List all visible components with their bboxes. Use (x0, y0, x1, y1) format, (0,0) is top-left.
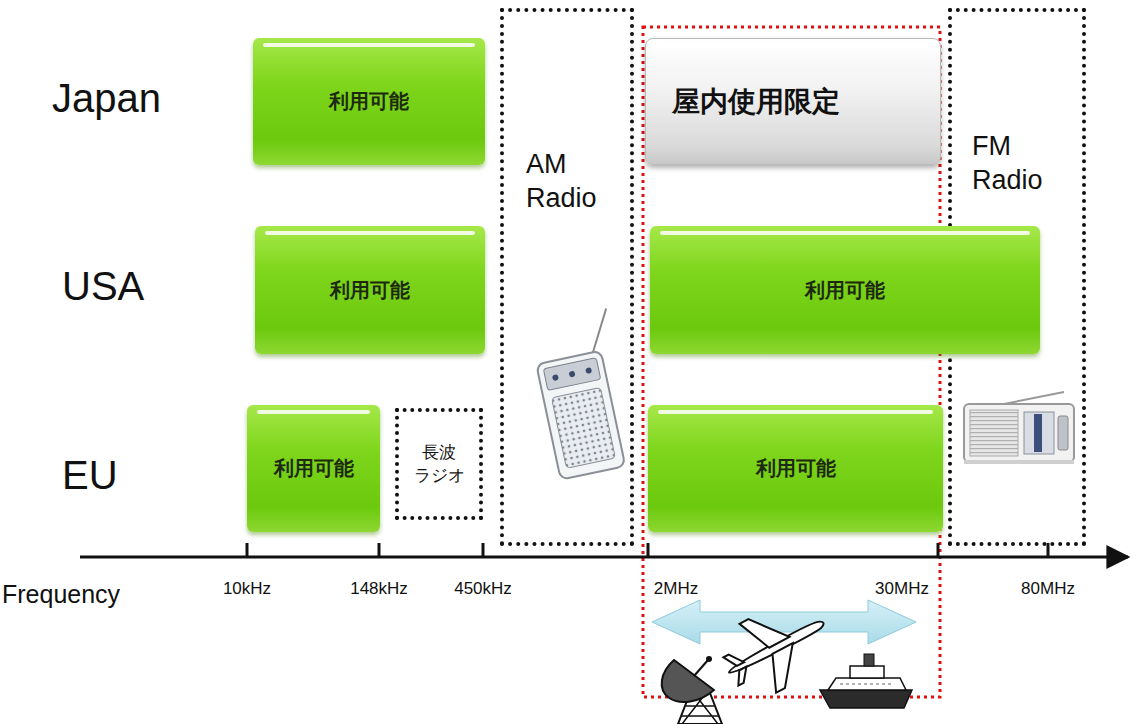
am-radio-band: AM Radio (500, 8, 634, 546)
tick-label: 10kHz (223, 579, 271, 599)
antenna-icon (662, 656, 722, 724)
band-text: 利用可能 (330, 277, 410, 304)
band-region (643, 27, 940, 697)
ship-icon (820, 654, 912, 708)
band-text: 利用可能 (805, 277, 885, 304)
tick-label: 30MHz (875, 579, 929, 599)
fm-radio-icon (964, 392, 1074, 464)
band-text: 利用可能 (329, 88, 409, 115)
longwave-band: 長波 ラジオ (395, 408, 483, 520)
band-text: AM Radio (526, 148, 630, 216)
band-text: 長波 ラジオ (411, 441, 467, 487)
tick-label: 450kHz (454, 579, 512, 599)
band-text: 屋内使用限定 (672, 83, 840, 121)
tick-label: 2MHz (654, 579, 698, 599)
band-box: 利用可能 (253, 38, 485, 165)
restricted-band-box: 屋内使用限定 (645, 38, 941, 165)
band-text: 利用可能 (756, 455, 836, 482)
region-label: USA (62, 264, 144, 309)
tick-label: 80MHz (1021, 579, 1075, 599)
am-radio-icon (528, 309, 639, 480)
tick-label: 148kHz (350, 579, 408, 599)
band-box: 利用可能 (650, 226, 1040, 354)
band-text: FM Radio (972, 130, 1082, 198)
axis-title: Frequency (2, 580, 120, 609)
region-label: Japan (52, 76, 161, 121)
band-box: 利用可能 (247, 405, 380, 532)
band-box: 利用可能 (648, 405, 943, 532)
region-label: EU (62, 453, 118, 498)
band-text: 利用可能 (274, 455, 354, 482)
band-box: 利用可能 (255, 226, 485, 354)
